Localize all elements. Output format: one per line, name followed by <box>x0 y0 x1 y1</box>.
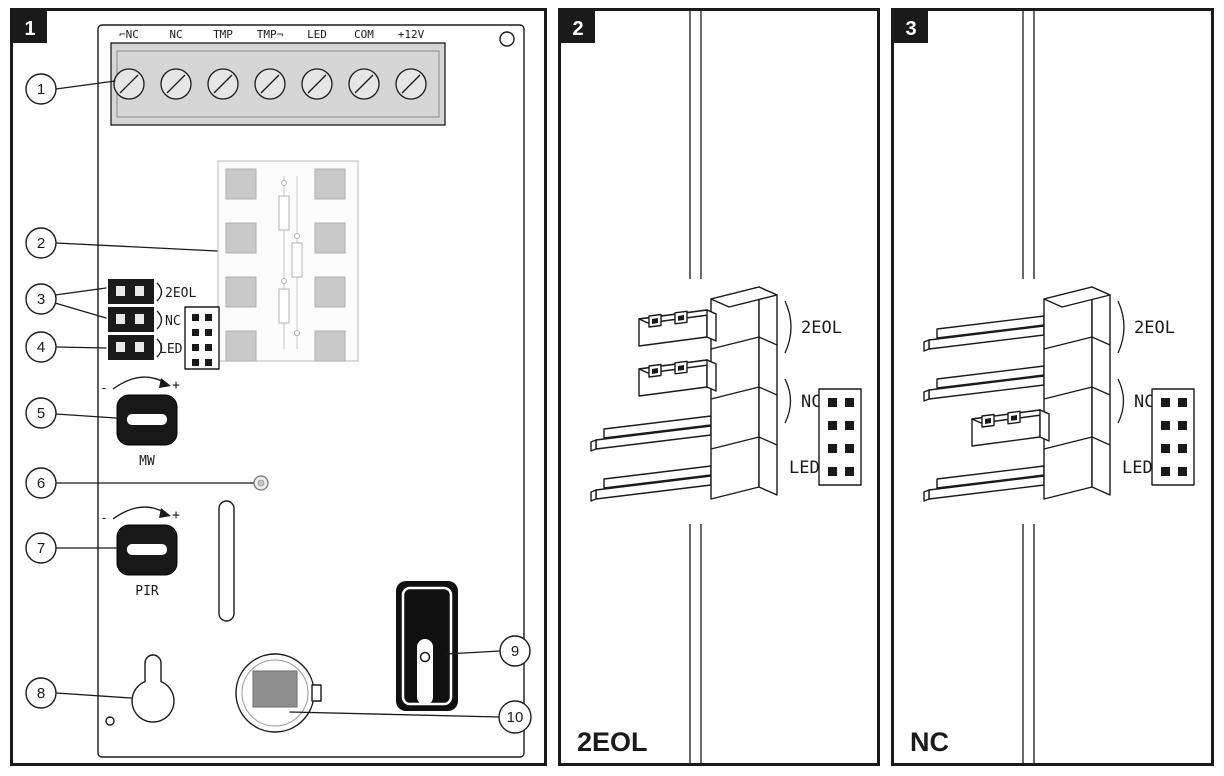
legend-label-nc: NC <box>1134 392 1154 412</box>
panel3-drawing: 2EOL NC LED NC 3 <box>894 11 1195 763</box>
panel3-badge-number: 3 <box>905 18 916 40</box>
legend-label-led: LED <box>789 458 820 478</box>
terminal-label: NC <box>169 28 182 41</box>
panel-board-overview: ⌐NC NC TMP TMP¬ LED COM +12V <box>10 8 547 766</box>
jumper-cap <box>971 409 1050 447</box>
panel1-badge: 1 <box>13 11 47 43</box>
panel-jumpers-nc: 2EOL NC LED NC 3 <box>891 8 1214 766</box>
callout-2-number: 2 <box>37 235 45 252</box>
panel2-badge: 2 <box>561 11 595 43</box>
legend-label-2eol: 2EOL <box>1134 318 1175 338</box>
jumper-cap <box>638 359 717 397</box>
mounting-hole-bottom <box>105 716 115 726</box>
minus-sign: - <box>100 511 108 526</box>
callout-6-number: 6 <box>37 475 45 492</box>
board-slot <box>218 500 235 622</box>
callout-1 <box>25 73 57 105</box>
terminal-label: TMP¬ <box>257 28 284 41</box>
pin-grid-icon <box>1151 388 1195 486</box>
brace-nc <box>784 378 792 424</box>
panel1-badge-number: 1 <box>24 18 35 40</box>
callout-3-number: 3 <box>37 291 45 308</box>
callout-8-number: 8 <box>37 685 45 702</box>
brace-nc <box>1117 378 1125 424</box>
panel3-caption: NC <box>910 727 949 757</box>
callout-9 <box>499 635 531 667</box>
pin-grid-icon <box>818 388 862 486</box>
legend-label-led: LED <box>1122 458 1153 478</box>
jumper-pin-block: 2EOL NC LED <box>108 279 220 370</box>
brace-2eol <box>156 282 163 302</box>
callout-7 <box>25 532 57 564</box>
callout-6 <box>25 467 57 499</box>
jumper-label-nc: NC <box>165 314 181 329</box>
relay-pad-area <box>217 160 359 362</box>
adjust-arrow-head <box>159 378 171 388</box>
mw-label: MW <box>139 454 155 469</box>
callout-3 <box>25 283 57 315</box>
brace-led <box>156 338 163 358</box>
jumper-3d-2eol <box>581 279 781 524</box>
terminal-block: ⌐NC NC TMP TMP¬ LED COM +12V <box>110 28 446 126</box>
jumper-label-2eol: 2EOL <box>165 286 196 301</box>
jumper-legend: 2EOL NC LED <box>1117 300 1195 486</box>
legend-label-nc: NC <box>801 392 821 412</box>
jumper-cap-2eol-2 <box>108 307 154 332</box>
screw-terminals <box>113 68 427 100</box>
pin-grid-icon <box>184 306 220 370</box>
brace-2eol <box>784 300 792 354</box>
mounting-hole-top <box>499 31 515 47</box>
mw-potentiometer: - + MW <box>100 376 180 469</box>
callout-4 <box>25 331 57 363</box>
terminal-label: +12V <box>398 28 425 41</box>
jumper-3d-nc <box>914 279 1114 524</box>
callout-1-number: 1 <box>37 81 45 98</box>
callout-10 <box>498 700 532 734</box>
panel-jumpers-2eol: 2EOL NC LED 2EOL 2 <box>558 8 880 766</box>
terminal-label: ⌐NC <box>119 28 139 41</box>
keyhole-mount <box>131 654 175 723</box>
jumper-cap-led <box>108 335 154 360</box>
callout-10-number: 10 <box>507 709 524 726</box>
minus-sign: - <box>100 381 108 396</box>
tamper-switch <box>396 581 458 711</box>
pir-label: PIR <box>135 584 159 599</box>
panel2-caption: 2EOL <box>577 727 648 757</box>
plus-sign: + <box>172 508 180 523</box>
callout-4-number: 4 <box>37 339 45 356</box>
callout-8 <box>25 677 57 709</box>
panel2-badge-number: 2 <box>572 18 583 40</box>
jumper-legend: 2EOL NC LED <box>784 300 862 486</box>
callout-5 <box>25 397 57 429</box>
panel1-drawing: ⌐NC NC TMP TMP¬ LED COM +12V <box>13 11 532 758</box>
pcb-board <box>97 24 525 758</box>
jumper-cap <box>638 309 717 347</box>
callout-9-number: 9 <box>511 643 519 660</box>
adjust-arrow-head <box>159 508 171 518</box>
indicator-led <box>253 475 269 491</box>
panel3-badge: 3 <box>894 11 928 43</box>
panel2-drawing: 2EOL NC LED 2EOL 2 <box>561 11 862 763</box>
brace-nc <box>156 310 163 330</box>
brace-2eol <box>1117 300 1125 354</box>
jumper-label-led: LED <box>159 342 183 357</box>
plus-sign: + <box>172 378 180 393</box>
pir-potentiometer: - + PIR <box>100 506 180 599</box>
terminal-label: COM <box>354 28 374 41</box>
callouts: 1 2 3 4 5 6 7 <box>25 73 532 734</box>
terminal-label: LED <box>307 28 327 41</box>
callout-5-number: 5 <box>37 405 45 422</box>
callout-7-number: 7 <box>37 540 45 557</box>
callout-2 <box>25 227 57 259</box>
legend-label-2eol: 2EOL <box>801 318 842 338</box>
terminal-label: TMP <box>213 28 233 41</box>
jumper-cap-2eol-1 <box>108 279 154 304</box>
